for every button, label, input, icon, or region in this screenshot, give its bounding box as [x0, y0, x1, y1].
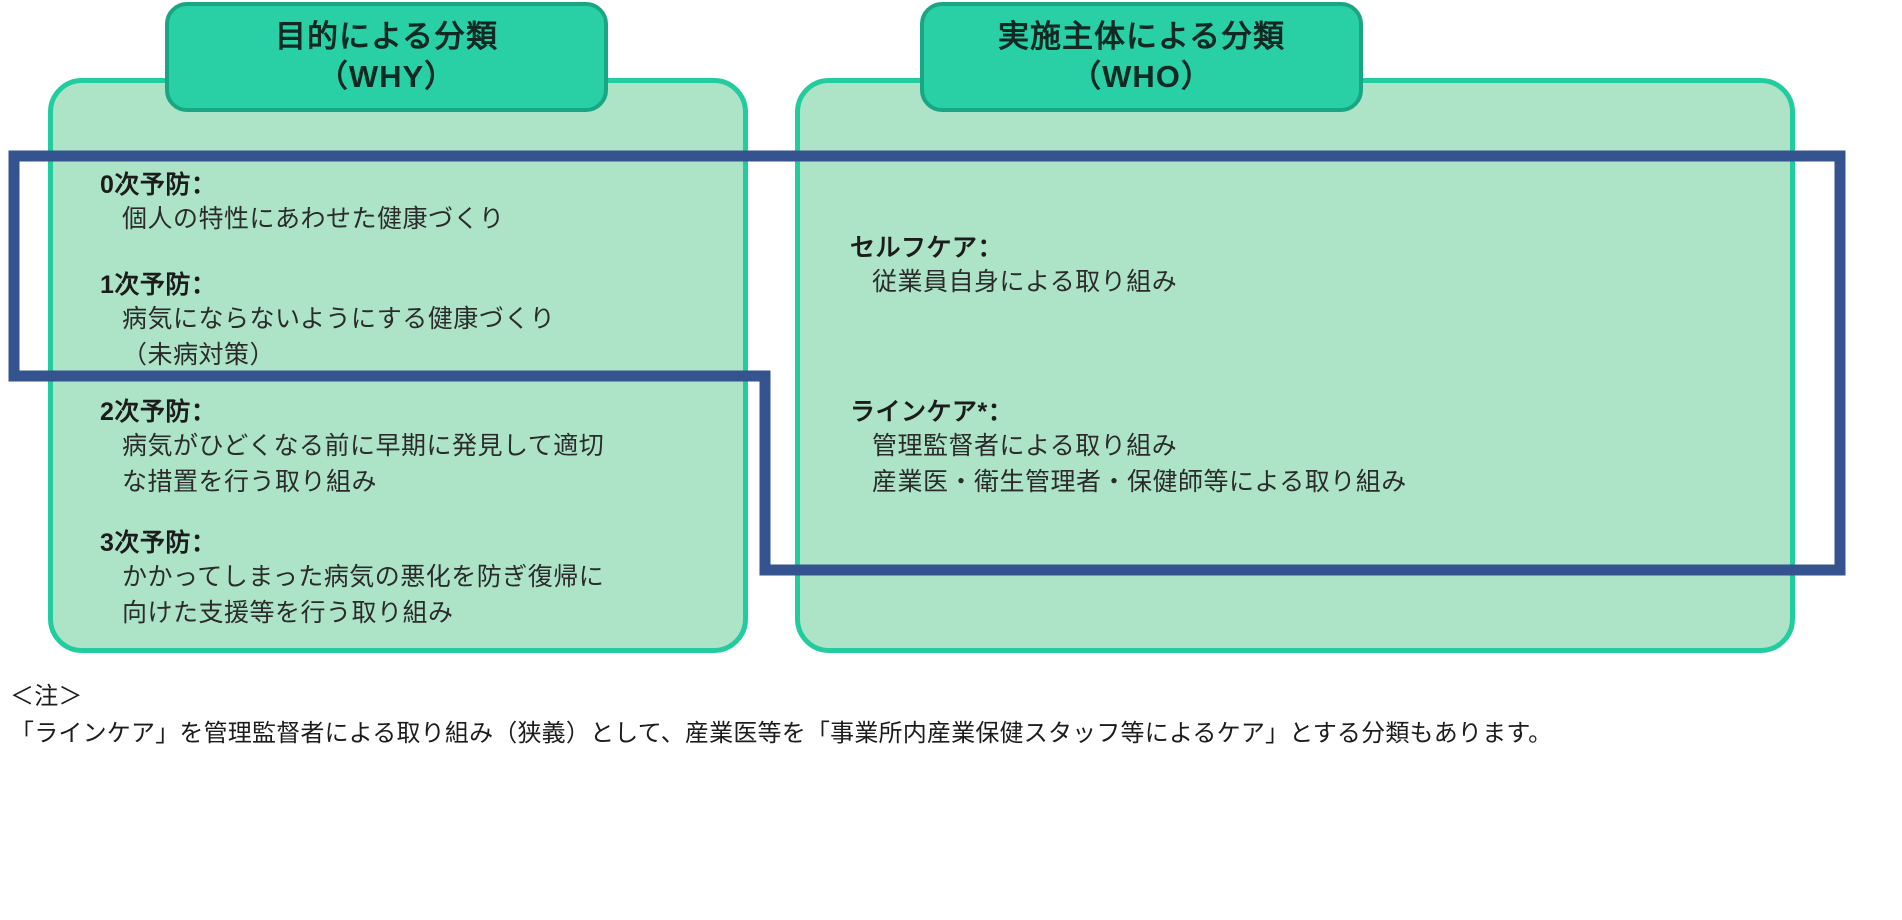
item-title: セルフケア： — [850, 234, 1004, 262]
tab-classification-who: 実施主体による分類 （WHO） — [920, 2, 1363, 112]
item-line: 管理監督者による取り組み — [872, 432, 1178, 460]
item-primary-0: 0次予防： 個人の特性にあわせた健康づくり — [100, 165, 505, 237]
tab-title-line1: 目的による分類 — [274, 18, 499, 54]
item-line: 向けた支援等を行う取り組み — [122, 599, 454, 628]
item-title: 3次予防： — [100, 529, 217, 557]
item-line: （未病対策） — [122, 341, 276, 370]
tab-title-line2: （WHO） — [1070, 59, 1213, 94]
tab-title-line2: （WHY） — [316, 59, 457, 94]
item-actor-1: ラインケア*： 管理監督者による取り組み 産業医・衛生管理者・保健師等による取り… — [850, 392, 1407, 501]
item-title: 0次予防： — [100, 171, 217, 199]
item-primary-2: 2次予防： 病気がひどくなる前に早期に発見して適切 な措置を行う取り組み — [100, 392, 604, 501]
footnote: ＜注＞ 「ラインケア」を管理監督者による取り組み（狭義）として、産業医等を「事業… — [10, 678, 1900, 752]
item-primary-3: 3次予防： かかってしまった病気の悪化を防ぎ復帰に 向けた支援等を行う取り組み — [100, 523, 604, 632]
tab-title-line1: 実施主体による分類 — [997, 18, 1286, 54]
item-line: 病気にならないようにする健康づくり — [122, 305, 556, 333]
item-line: 病気がひどくなる前に早期に発見して適切 — [122, 432, 605, 460]
item-line: 従業員自身による取り組み — [872, 268, 1178, 296]
item-title: 1次予防： — [100, 271, 217, 299]
item-line: 産業医・衛生管理者・保健師等による取り組み — [872, 468, 1407, 497]
footnote-label: ＜注＞ — [10, 683, 83, 710]
item-primary-1: 1次予防： 病気にならないようにする健康づくり （未病対策） — [100, 265, 555, 374]
item-line: 個人の特性にあわせた健康づくり — [122, 205, 505, 233]
item-title: 2次予防： — [100, 398, 217, 426]
panel-who — [795, 78, 1795, 653]
tab-classification-why: 目的による分類 （WHY） — [165, 2, 608, 112]
item-line: な措置を行う取り組み — [122, 468, 378, 497]
footnote-text: 「ラインケア」を管理監督者による取り組み（狭義）として、産業医等を「事業所内産業… — [10, 720, 1553, 748]
item-actor-0: セルフケア： 従業員自身による取り組み — [850, 228, 1177, 300]
item-line: かかってしまった病気の悪化を防ぎ復帰に — [122, 563, 605, 591]
item-title: ラインケア*： — [850, 398, 1014, 426]
